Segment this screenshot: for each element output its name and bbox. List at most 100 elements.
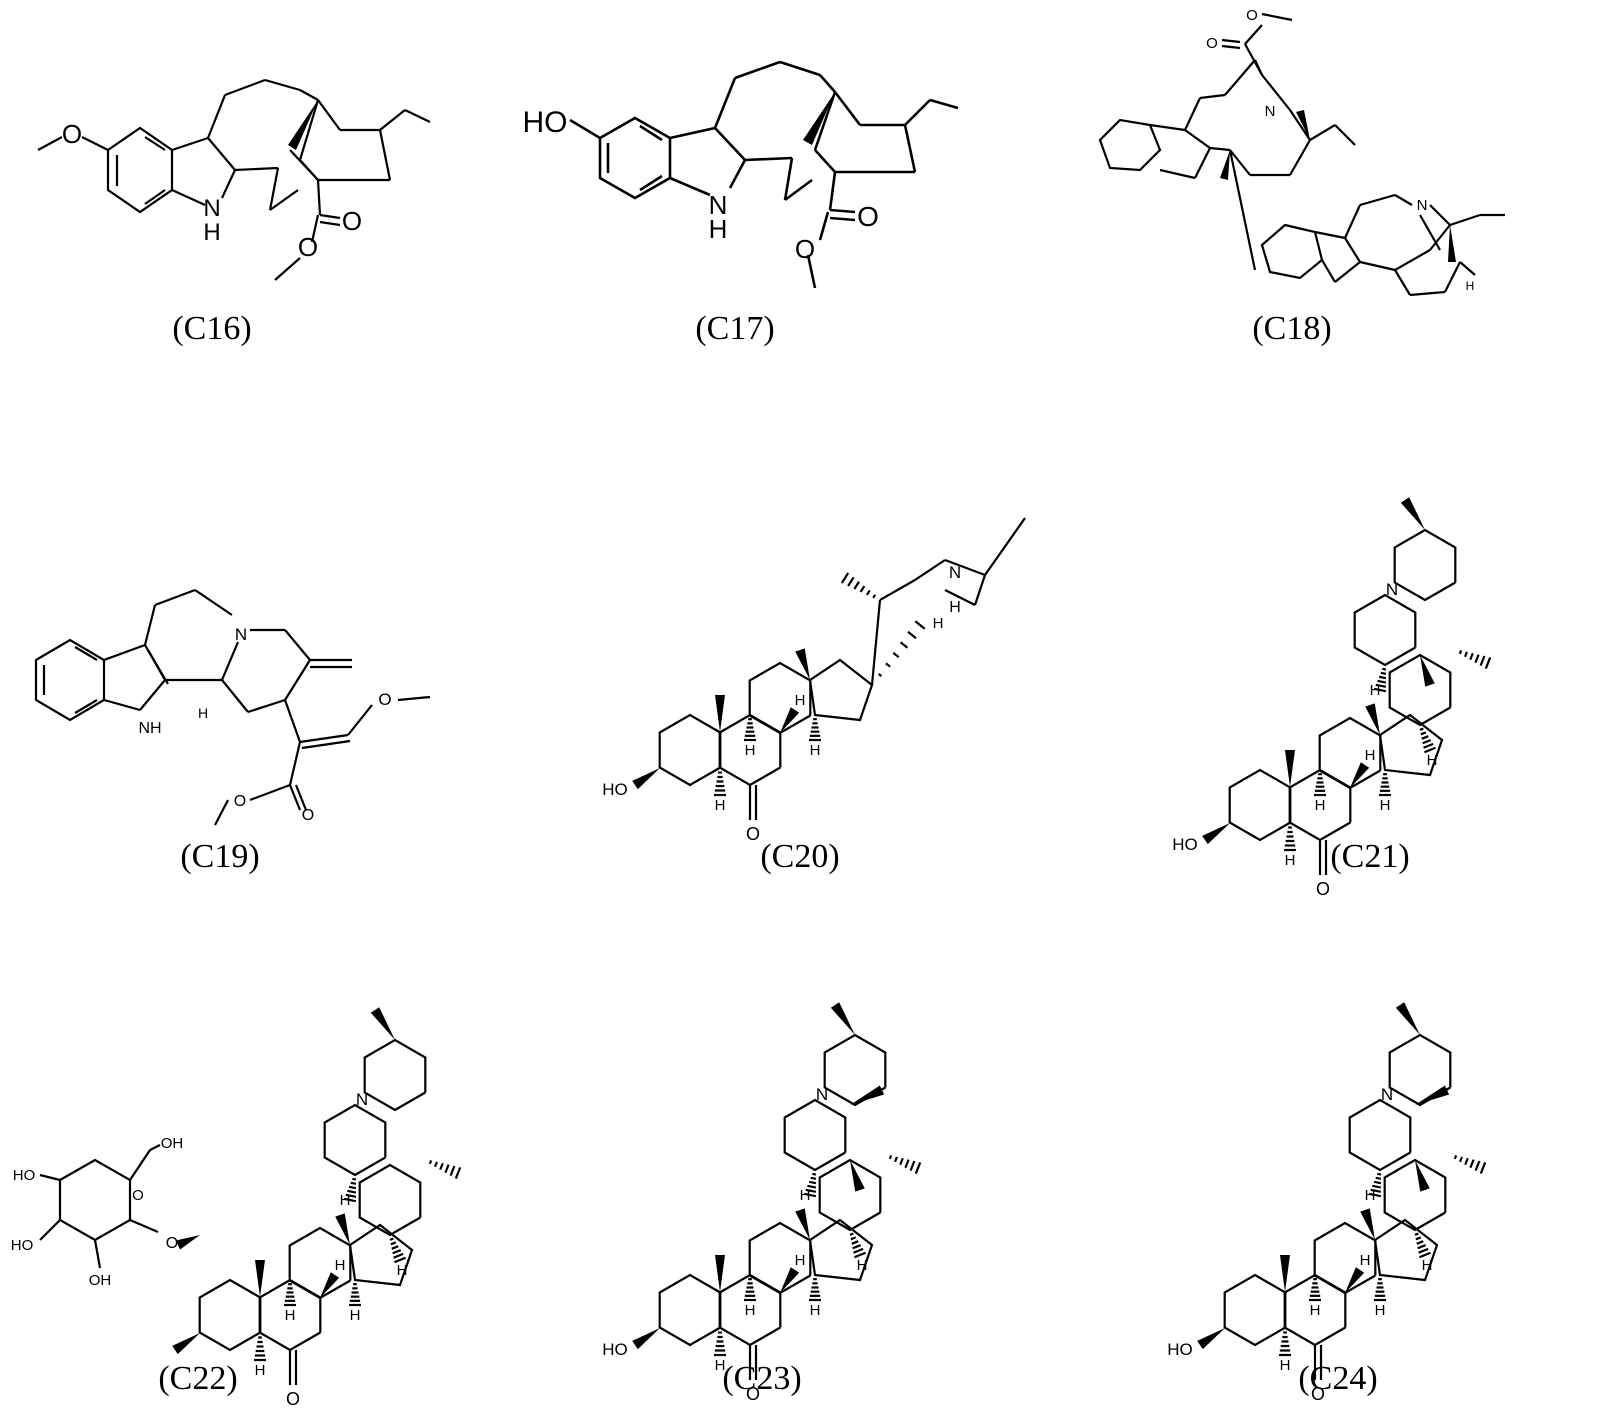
bond — [914, 1162, 922, 1174]
bond — [984, 517, 1026, 576]
ring — [1223, 1273, 1287, 1347]
atom-label: H — [1427, 752, 1438, 769]
atom-label: O — [62, 119, 82, 149]
atom-label: O — [302, 807, 314, 824]
atom-label: H — [285, 1307, 296, 1324]
bond — [899, 641, 909, 649]
atom-label: O — [298, 232, 318, 262]
atom-label: H — [709, 214, 728, 244]
bond — [812, 1172, 817, 1176]
bond — [914, 559, 946, 581]
atom-label: O — [378, 690, 391, 709]
bond — [899, 1157, 904, 1166]
bond — [1421, 735, 1429, 740]
bond — [454, 1167, 462, 1179]
atom-label: H — [1375, 1302, 1386, 1319]
bond — [944, 558, 986, 577]
atom-label: N — [1417, 197, 1428, 214]
structure-c18 — [1098, 12, 1505, 297]
bond — [893, 1156, 899, 1163]
bond — [854, 1251, 866, 1259]
caption-c16: (C16) — [172, 310, 252, 347]
bond — [1479, 655, 1486, 667]
atom-label: H — [1370, 682, 1381, 699]
atom-label: H — [397, 1262, 408, 1279]
bond — [392, 1249, 402, 1255]
bond — [1378, 675, 1387, 680]
bond — [444, 1164, 450, 1174]
atom-label: N — [356, 1090, 368, 1109]
bond — [879, 579, 916, 601]
atom-label: H — [1365, 747, 1376, 764]
bond — [129, 1218, 159, 1234]
ring — [808, 658, 874, 722]
bond — [1375, 1176, 1382, 1180]
ring — [358, 1163, 422, 1237]
bond — [865, 589, 871, 596]
bond — [348, 1185, 357, 1190]
wedge-bond — [632, 1328, 660, 1350]
bond — [805, 1188, 817, 1193]
bond — [1474, 1160, 1481, 1172]
atom-label: H — [715, 1357, 726, 1374]
wedge-bond — [1360, 1208, 1375, 1240]
bond — [343, 1197, 357, 1203]
bond — [1469, 1159, 1475, 1169]
atom-label: H — [810, 1302, 821, 1319]
caption-c23: (C23) — [722, 1360, 802, 1397]
bond — [1370, 1188, 1382, 1193]
atom-label: H — [1380, 797, 1391, 814]
structure-c16 — [37, 78, 431, 281]
bond — [885, 662, 891, 668]
wedge-bond — [320, 1272, 340, 1298]
bond — [852, 1244, 862, 1250]
bond — [807, 1184, 817, 1189]
atom-label: O — [746, 824, 760, 844]
caption-c17: (C17) — [695, 310, 775, 347]
bond — [390, 1241, 397, 1246]
atom-label: O — [286, 1389, 300, 1409]
caption-c18: (C18) — [1252, 310, 1332, 347]
bond — [1373, 687, 1387, 693]
atom-label: H — [350, 1307, 361, 1324]
atom-label: H — [795, 1252, 806, 1269]
ring — [198, 1278, 262, 1352]
caption-c21: (C21) — [1330, 838, 1410, 875]
ring — [363, 1038, 427, 1112]
atom-label: O — [1316, 879, 1330, 899]
atom-label: O — [166, 1235, 178, 1252]
bond — [840, 572, 850, 584]
ring — [58, 1158, 132, 1242]
bond — [1372, 1184, 1382, 1189]
wedge-bond — [370, 1007, 395, 1040]
atom-label: O — [857, 201, 879, 232]
wedge-bond — [255, 1260, 265, 1297]
atom-label: HO — [13, 1167, 36, 1184]
ring — [1388, 1033, 1452, 1107]
bond — [888, 1155, 893, 1160]
bond — [870, 599, 882, 686]
ring — [658, 713, 722, 787]
wedge-bond — [1400, 497, 1425, 530]
bond — [1419, 727, 1424, 731]
bond — [914, 620, 926, 630]
atom-label: HO — [1172, 835, 1198, 854]
wedge-bond — [1365, 703, 1380, 735]
bond — [1423, 742, 1434, 749]
bond — [1380, 671, 1387, 675]
atom-label: H — [1360, 1252, 1371, 1269]
bond — [1373, 1180, 1382, 1185]
wedge-bond — [1197, 1328, 1225, 1350]
wedge-bond — [1420, 655, 1435, 687]
caption-c20: (C20) — [760, 838, 840, 875]
atom-label: H — [745, 742, 756, 759]
wedge-bond — [780, 1267, 800, 1293]
atom-label: N — [1265, 103, 1276, 120]
bond — [1375, 683, 1387, 688]
ring — [348, 1223, 414, 1287]
bond — [877, 672, 883, 678]
wedge-bond — [1345, 1267, 1365, 1293]
wedge-bond — [1395, 1002, 1420, 1035]
bond — [973, 574, 987, 606]
